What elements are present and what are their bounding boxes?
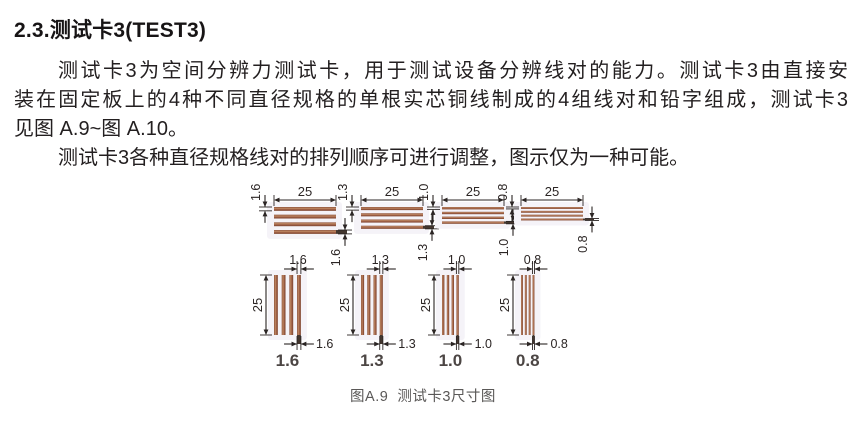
- svg-text:1.0: 1.0: [448, 253, 465, 267]
- paragraph-2: 测试卡3各种直径规格线对的排列顺序可进行调整，图示仅为一种可能。: [58, 147, 690, 169]
- wire-group-horizontal-1.0: 25 1.0 1.0: [417, 184, 520, 256]
- lead-type-label: 1.3: [360, 351, 384, 370]
- svg-text:1.6: 1.6: [329, 249, 343, 266]
- section-heading: 2.3.测试卡3(TEST3): [14, 19, 207, 42]
- svg-text:25: 25: [466, 184, 480, 199]
- svg-text:0.8: 0.8: [524, 253, 541, 267]
- svg-text:1.0: 1.0: [475, 337, 492, 351]
- svg-text:1.6: 1.6: [289, 253, 306, 267]
- lead-type-label: 1.6: [276, 351, 300, 370]
- body-text: 测试卡3为空间分辨力测试卡，用于测试设备分辨线对的能力。测试卡3由直接安 装在固…: [14, 57, 848, 173]
- svg-text:1.6: 1.6: [249, 184, 263, 201]
- paragraph-1-line-3: 见图 A.9~图 A.10。: [14, 118, 188, 140]
- svg-text:25: 25: [385, 184, 399, 199]
- svg-text:1.6: 1.6: [316, 337, 333, 351]
- svg-text:25: 25: [337, 298, 352, 312]
- wire-group-horizontal-1.6: 25 1.6 1.6: [249, 184, 352, 266]
- svg-text:1.3: 1.3: [416, 244, 430, 261]
- svg-text:0.8: 0.8: [550, 337, 567, 351]
- wire-group-horizontal-0.8: 25 0.8 0.8: [496, 184, 599, 253]
- figure-caption: 图A.9 测试卡3尺寸图: [350, 389, 496, 405]
- wire-group-vertical-0.8: 25 0.8 0.8 0.8: [497, 253, 568, 370]
- svg-text:1.3: 1.3: [336, 184, 350, 201]
- svg-text:25: 25: [497, 298, 512, 312]
- wire-group-horizontal-1.3: 25 1.3 1.3: [336, 184, 439, 261]
- wire-group-vertical-1.6: 25 1.6 1.6 1.6: [250, 253, 333, 370]
- svg-text:1.0: 1.0: [417, 184, 431, 201]
- lead-type-label: 1.0: [439, 351, 463, 370]
- svg-text:25: 25: [418, 298, 433, 312]
- svg-text:1.3: 1.3: [398, 337, 415, 351]
- svg-text:25: 25: [298, 184, 312, 199]
- wire-group-vertical-1.0: 25 1.0 1.0 1.0: [418, 253, 492, 370]
- figure-caption-wrap: 图A.9 测试卡3尺寸图: [249, 385, 629, 406]
- svg-text:1.3: 1.3: [372, 253, 389, 267]
- wire-group-vertical-1.3: 25 1.3 1.3 1.3: [337, 253, 416, 370]
- svg-text:0.8: 0.8: [576, 235, 590, 252]
- lead-type-label: 0.8: [516, 351, 540, 370]
- svg-text:25: 25: [250, 298, 265, 312]
- svg-text:1.0: 1.0: [497, 239, 511, 256]
- paragraph-1-line-2: 装在固定板上的4种不同直径规格的单根实芯铜线制成的4组线对和铅字组成，测试卡3: [14, 89, 848, 111]
- svg-text:0.8: 0.8: [496, 184, 510, 201]
- document-page: 2.3.测试卡3(TEST3) 测试卡3为空间分辨力测试卡，用于测试设备分辨线对…: [14, 19, 848, 406]
- paragraph-1-line-1: 测试卡3为空间分辨力测试卡，用于测试设备分辨线对的能力。测试卡3由直接安: [58, 60, 848, 82]
- dimension-diagram: 251.61.6251.61.61.6251.31.3251.31.31.325…: [249, 184, 599, 370]
- svg-text:25: 25: [545, 184, 559, 199]
